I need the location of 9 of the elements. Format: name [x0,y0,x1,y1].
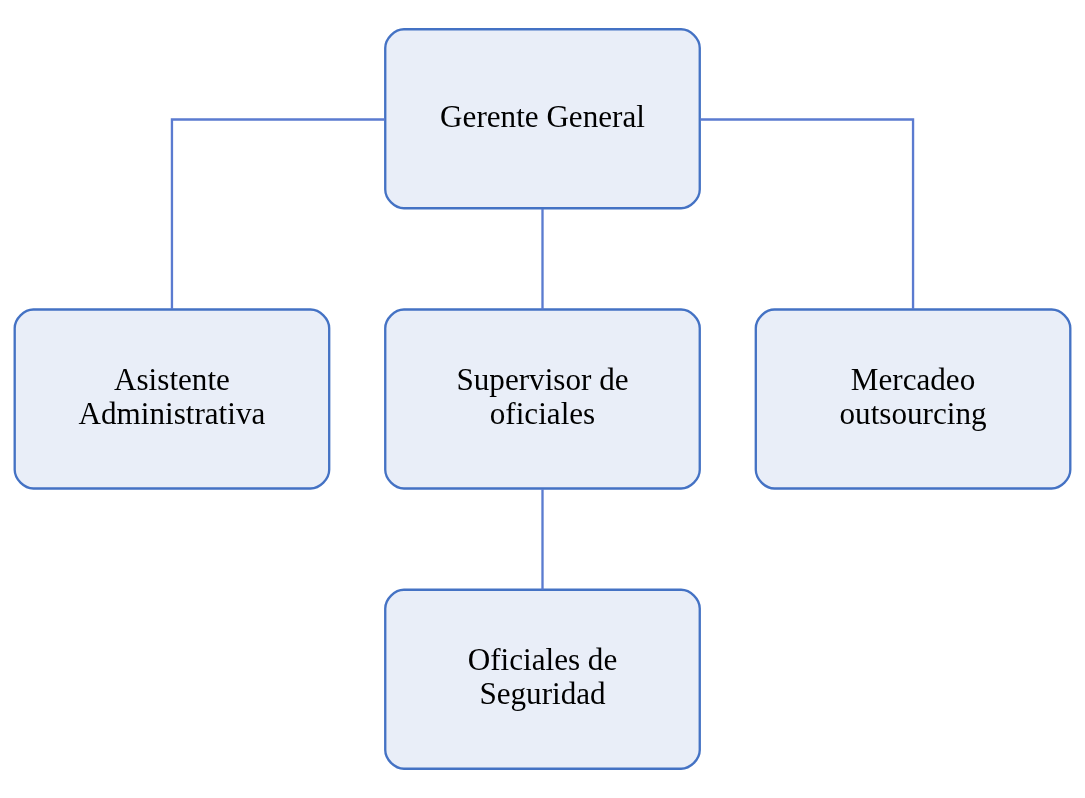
connector [541,489,544,590]
node-box: Mercadeo outsourcing [754,308,1072,490]
node-box: Gerente General [384,28,701,210]
connector [170,118,385,310]
connector [541,208,544,310]
node-box: Asistente Administrativa [13,308,331,490]
node-box: Supervisor de oficiales [384,308,701,490]
node-box: Oficiales de Seguridad [384,588,701,770]
connector [700,118,915,310]
